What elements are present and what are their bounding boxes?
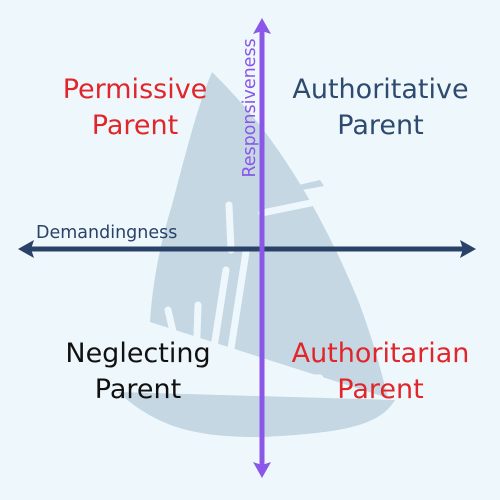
demandingness-axis-label: Demandingness <box>36 223 178 243</box>
vertical-axis <box>253 18 271 478</box>
label-line: Parent <box>337 110 424 141</box>
label-line: Permissive <box>62 74 208 105</box>
axis-arrowhead-right <box>460 240 476 258</box>
axis-arrowhead-top <box>253 18 271 34</box>
permissive-parent-label: Permissive Parent <box>40 72 230 144</box>
label-line: Parent <box>94 374 182 405</box>
neglecting-parent-label: Neglecting Parent <box>38 336 238 408</box>
label-line: Parent <box>91 110 179 141</box>
authoritative-parent-label: Authoritative Parent <box>268 72 493 144</box>
responsiveness-axis-label: Responsiveness <box>240 38 260 178</box>
authoritarian-parent-label: Authoritarian Parent <box>268 336 493 408</box>
sailboat-icon <box>118 72 395 437</box>
label-line: Authoritative <box>292 74 469 105</box>
rowing-figure <box>136 194 339 384</box>
label-line: Authoritarian <box>291 338 470 369</box>
horizontal-axis <box>18 240 476 258</box>
axis-arrowhead-bottom <box>253 462 271 478</box>
label-line: Parent <box>337 374 424 405</box>
label-line: Neglecting <box>65 338 211 369</box>
axis-arrowhead-left <box>18 240 34 258</box>
